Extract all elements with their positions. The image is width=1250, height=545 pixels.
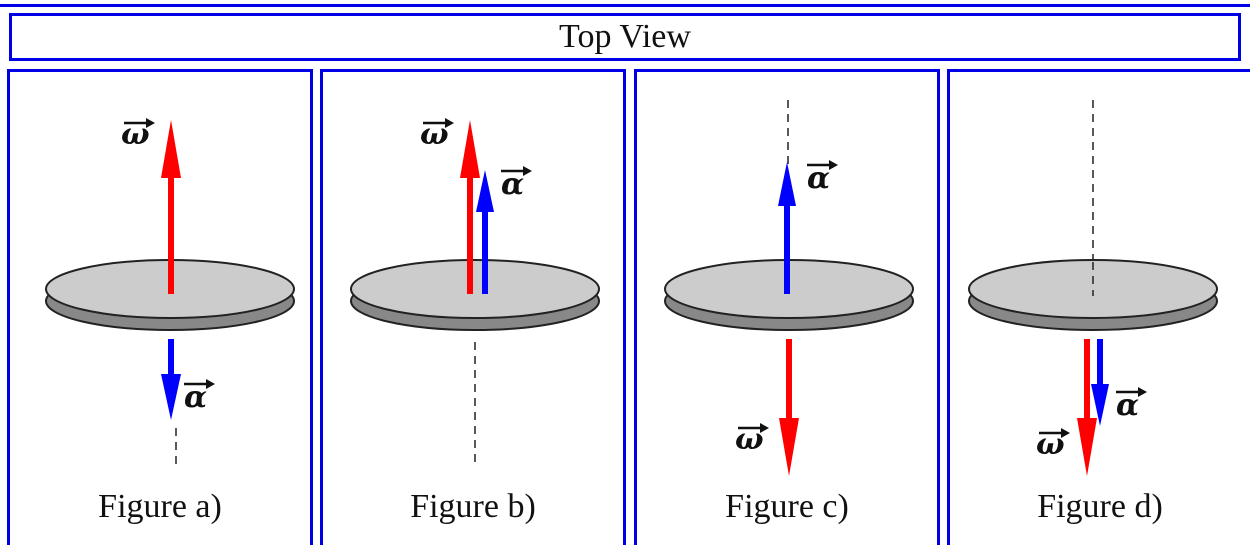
svg-text:α: α bbox=[184, 380, 207, 415]
omega-vector-label: ω bbox=[1036, 427, 1070, 462]
svg-text:ω: ω bbox=[735, 422, 764, 457]
svg-text:ω: ω bbox=[1036, 427, 1065, 462]
panel-figure-d: α ω Figure d) bbox=[947, 69, 1250, 545]
alpha-vector-label: α bbox=[501, 166, 532, 202]
alpha-vector-label: α bbox=[184, 379, 215, 415]
panel-figure-c: α ω Figure c) bbox=[634, 69, 940, 545]
alpha-arrow-head bbox=[161, 374, 181, 420]
omega-arrow-head bbox=[779, 418, 799, 476]
svg-text:ω: ω bbox=[420, 117, 449, 152]
alpha-vector-label: α bbox=[807, 160, 838, 196]
omega-vector-label: ω bbox=[735, 422, 769, 457]
alpha-arrow-head bbox=[1091, 384, 1109, 426]
header-top-view: Top View bbox=[9, 13, 1241, 61]
alpha-arrow-head bbox=[476, 170, 494, 212]
figure-b-drawing: ω α bbox=[350, 117, 600, 467]
svg-text:α: α bbox=[501, 167, 524, 202]
omega-arrow-head bbox=[460, 120, 480, 178]
omega-vector-label: ω bbox=[420, 117, 454, 152]
top-border-strip bbox=[0, 0, 1250, 7]
svg-text:α: α bbox=[1116, 388, 1139, 423]
disk-top bbox=[350, 259, 600, 319]
caption-figure-a: Figure a) bbox=[98, 488, 222, 525]
panel-figure-b: ω α Figure b) bbox=[320, 69, 626, 545]
omega-arrow-head bbox=[161, 120, 181, 178]
alpha-arrow-head bbox=[778, 162, 796, 206]
omega-arrow-head bbox=[1077, 418, 1097, 476]
panel-figure-a: ω α Figure a) bbox=[7, 69, 313, 545]
figure-d-drawing: α ω bbox=[968, 100, 1218, 476]
svg-text:ω: ω bbox=[121, 117, 150, 152]
caption-figure-d: Figure d) bbox=[1037, 488, 1163, 525]
svg-text:α: α bbox=[807, 161, 830, 196]
header-title: Top View bbox=[559, 18, 691, 55]
figure-c-drawing: α ω bbox=[664, 100, 914, 476]
figure-a-drawing: ω α bbox=[45, 117, 295, 467]
alpha-vector-label: α bbox=[1116, 387, 1147, 423]
omega-vector-label: ω bbox=[121, 117, 155, 152]
caption-figure-c: Figure c) bbox=[725, 488, 849, 525]
disk-top bbox=[968, 259, 1218, 319]
caption-figure-b: Figure b) bbox=[410, 488, 536, 525]
